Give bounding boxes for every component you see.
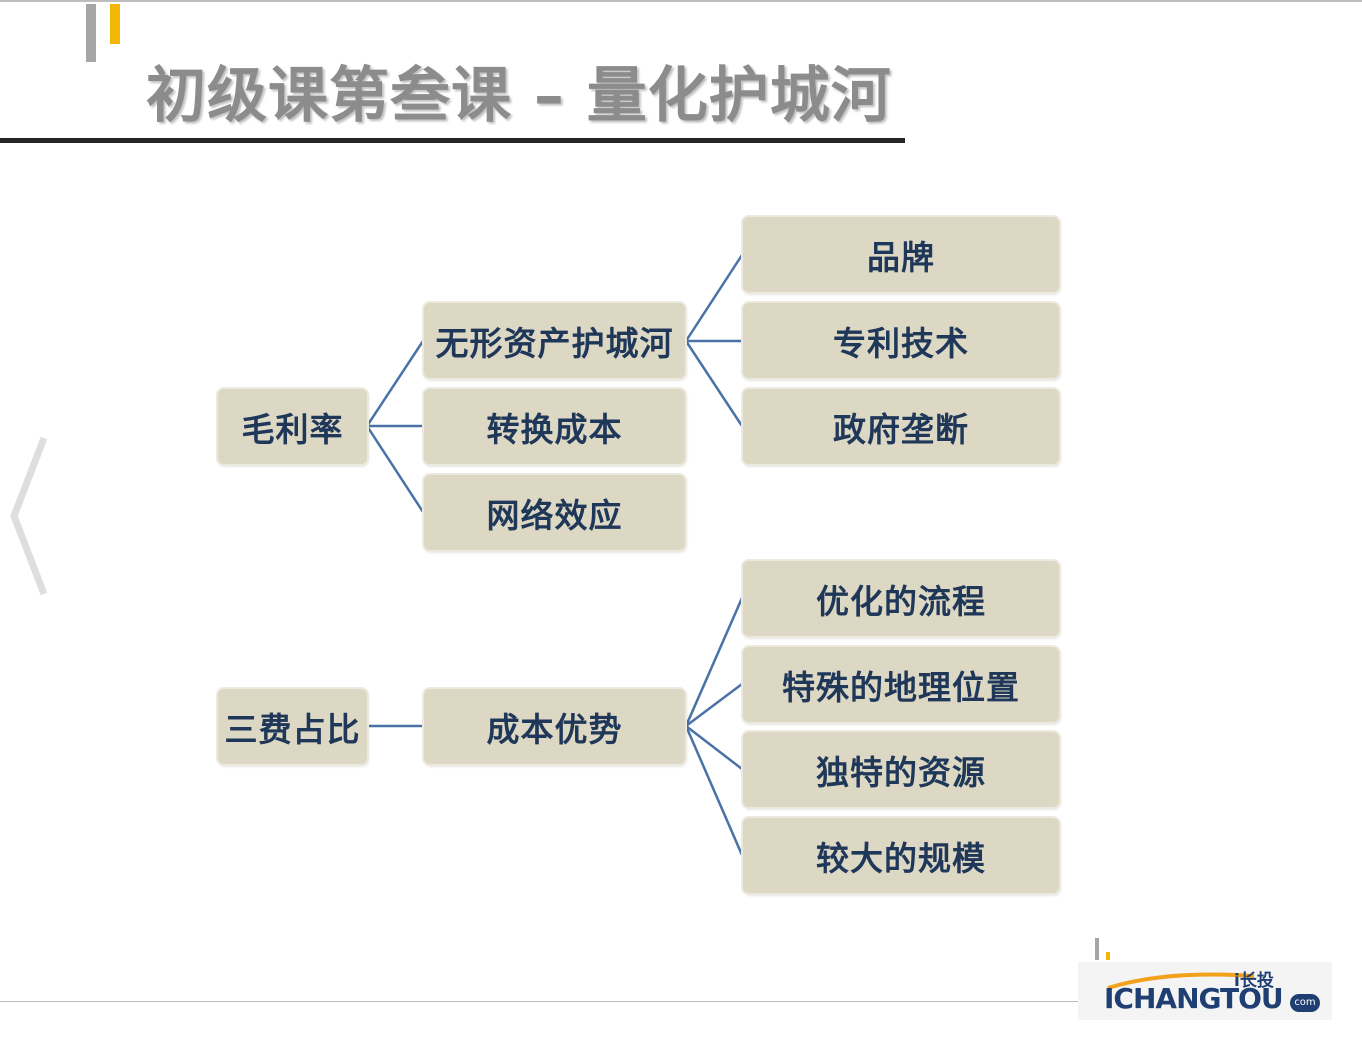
- node-intangible-assets-moat: 无形资产护城河: [424, 303, 685, 378]
- connector-cost-resource: [685, 725, 743, 770]
- logo-accent-gray-bar: [1095, 938, 1099, 960]
- title-accent-gray-bar: [86, 4, 96, 62]
- node-unique-resources: 独特的资源: [743, 732, 1059, 807]
- node-special-geography: 特殊的地理位置: [743, 647, 1059, 722]
- node-optimized-process: 优化的流程: [743, 561, 1059, 636]
- node-cost-advantage: 成本优势: [424, 689, 685, 764]
- node-network-effect: 网络效应: [424, 475, 685, 550]
- node-expense-ratio: 三费占比: [218, 689, 367, 764]
- title-underline: [0, 138, 905, 143]
- node-larger-scale: 较大的规模: [743, 818, 1059, 893]
- logo-main-text: ICHANGTOU: [1104, 982, 1284, 1015]
- logo-swoosh-icon: [1107, 972, 1255, 990]
- node-government-monopoly: 政府垄断: [743, 389, 1059, 464]
- logo-com-badge: com: [1290, 994, 1320, 1012]
- previous-slide-chevron-icon[interactable]: [6, 436, 50, 596]
- connector-intangible-brand: [684, 254, 744, 342]
- ichangtou-logo: i长投 ICHANGTOU com: [1078, 962, 1332, 1020]
- slide-title: 初级课第叁课 – 量化护城河: [146, 61, 892, 131]
- connector-margin-intangible: [365, 340, 425, 427]
- node-brand: 品牌: [743, 217, 1059, 292]
- top-rule: [0, 0, 1362, 2]
- connector-margin-network: [365, 425, 425, 513]
- title-accent-yellow-bar: [110, 4, 120, 44]
- node-gross-margin: 毛利率: [218, 389, 367, 464]
- node-patent-technology: 专利技术: [743, 303, 1059, 378]
- logo-chinese-text: i长投: [1234, 971, 1274, 991]
- connector-cost-scale: [684, 725, 744, 856]
- node-switching-cost: 转换成本: [424, 389, 685, 464]
- connector-intangible-government: [684, 340, 744, 427]
- connector-cost-process: [684, 597, 744, 727]
- connector-cost-geography: [685, 683, 743, 727]
- logo-accent-yellow-bar: [1106, 952, 1110, 960]
- bottom-rule: [0, 1001, 1080, 1002]
